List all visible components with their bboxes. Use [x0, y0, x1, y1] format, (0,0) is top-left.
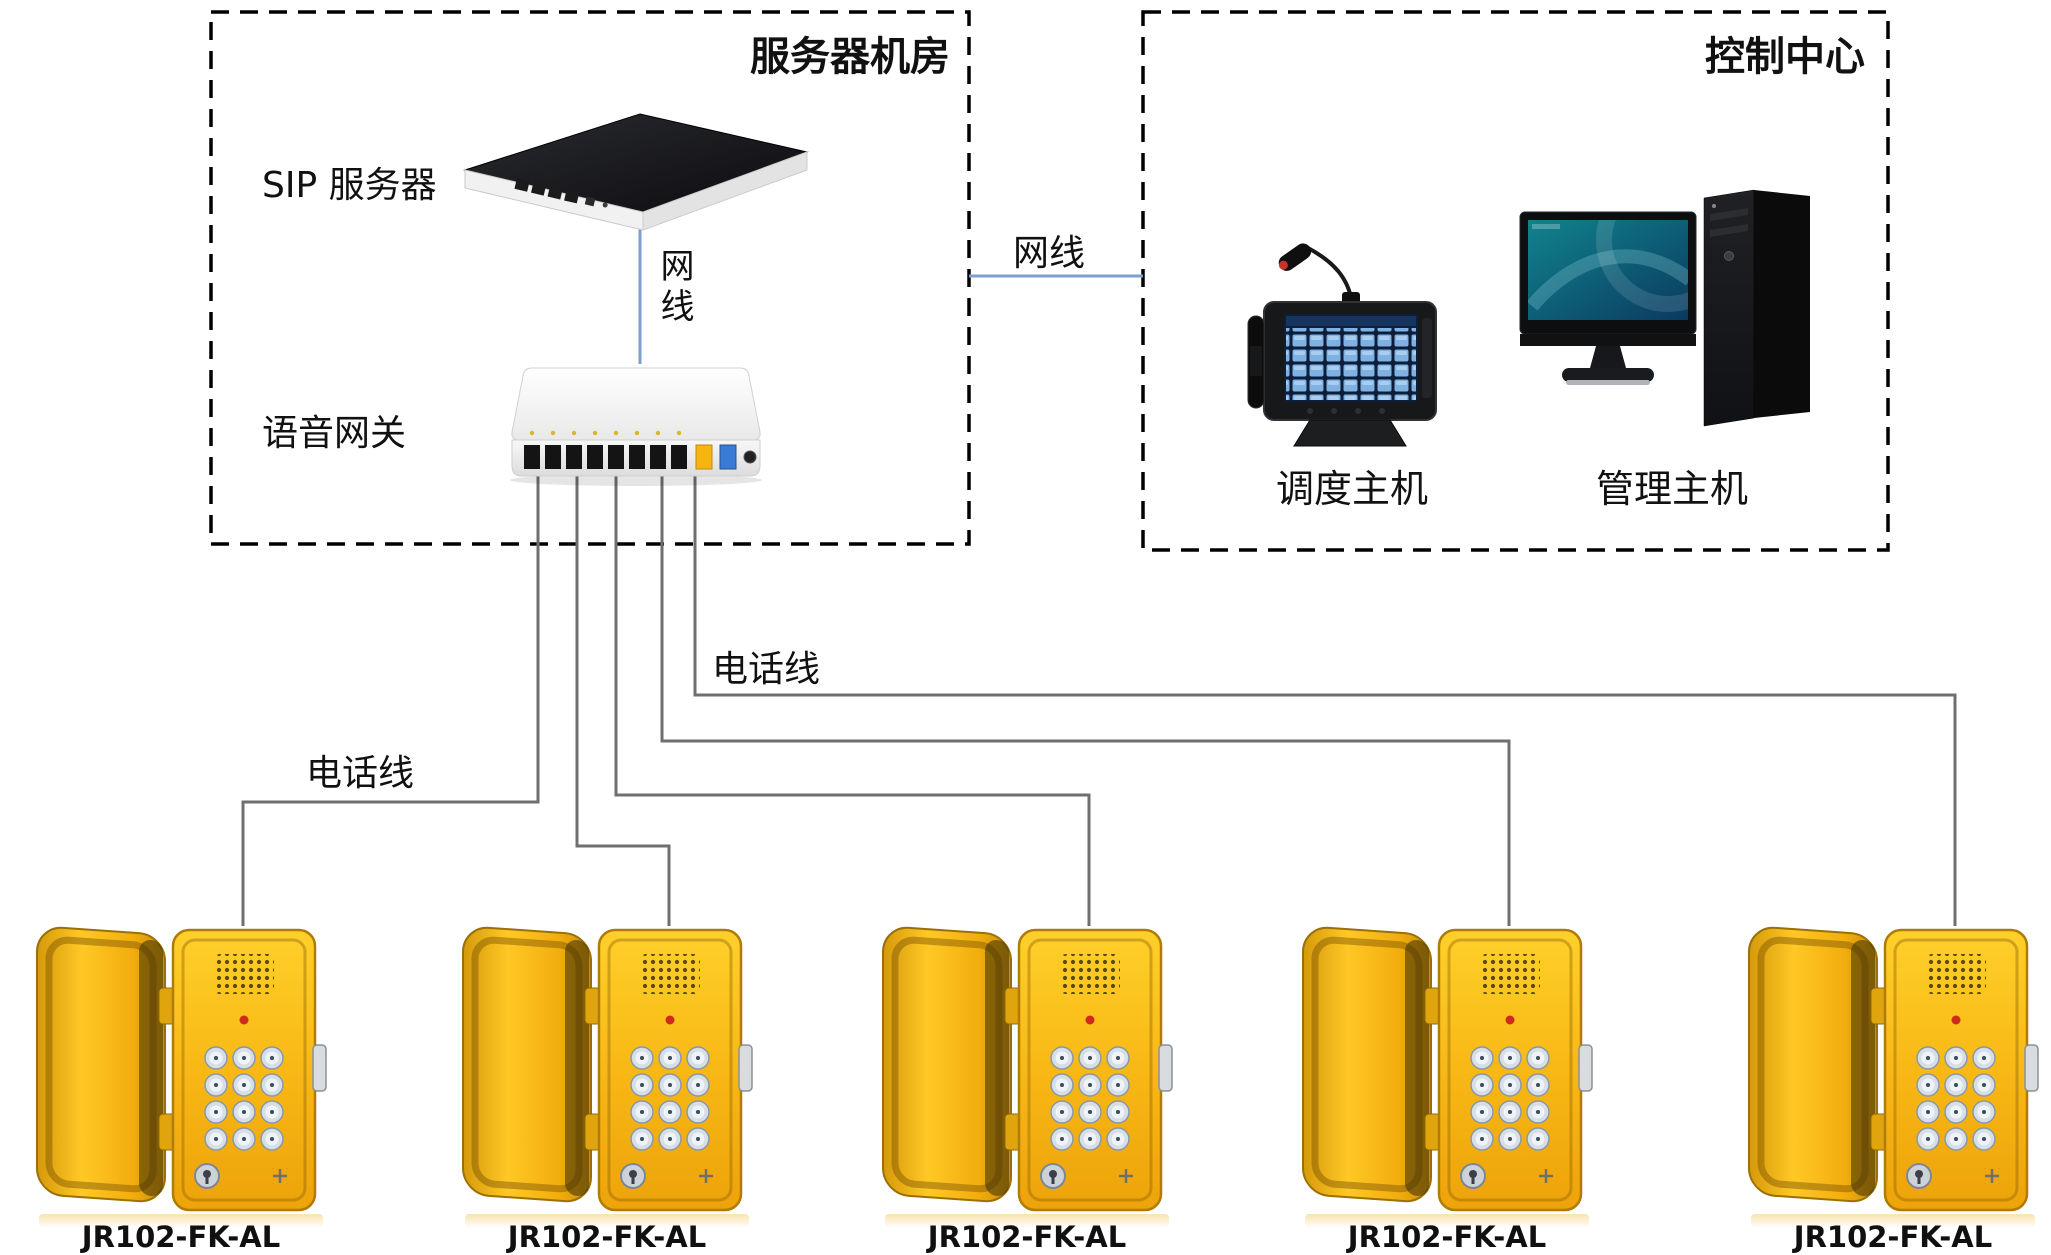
gateway-top-face — [511, 367, 761, 441]
management-host-image — [1519, 189, 1810, 427]
phone-line-label-upper: 电话线 — [712, 649, 821, 690]
monitor-screen — [1528, 220, 1688, 320]
sip-server-label: SIP 服务器 — [262, 165, 437, 206]
server-ports — [514, 178, 608, 208]
gateway-power-jack — [743, 450, 757, 464]
gateway-port-yellow — [695, 444, 713, 470]
console-bottom-keys — [1307, 408, 1385, 414]
telephone-1 — [31, 918, 331, 1228]
phone-line-5 — [693, 470, 1957, 926]
dispatch-host-label: 调度主机 — [1275, 467, 1428, 511]
control-center-border — [1141, 10, 1890, 552]
tower-side-face — [1754, 190, 1810, 418]
telephone-2-label: JR102-FK-AL — [507, 1220, 707, 1254]
tower-drive-bay-1 — [1710, 208, 1748, 221]
management-host-label: 管理主机 — [1595, 467, 1748, 511]
telephone-5 — [1743, 918, 2043, 1228]
monitor-chin — [1520, 334, 1696, 346]
phone-line-2 — [575, 470, 671, 926]
control-center-title: 控制中心 — [1705, 34, 1865, 80]
telephone-4-label: JR102-FK-AL — [1347, 1220, 1547, 1254]
console-side-buttons — [1422, 318, 1432, 398]
console-stand — [1293, 419, 1407, 447]
cable-vertical-label: 网线 — [654, 248, 694, 328]
wallpaper-swoosh — [1528, 220, 1688, 312]
telephone-3 — [877, 918, 1177, 1228]
monitor-logo — [1532, 224, 1560, 229]
telephone-2 — [457, 918, 757, 1228]
telephone-4 — [1297, 918, 1597, 1228]
tower-drive-bay-2 — [1710, 224, 1748, 237]
phone-line-1 — [241, 470, 540, 926]
phone-line-3 — [614, 470, 1091, 926]
mic-head — [1278, 243, 1312, 271]
monitor-stand-base — [1562, 368, 1654, 382]
tower-logo-dot — [1712, 204, 1716, 208]
monitor-base-trim — [1566, 380, 1650, 385]
voice-gateway-label: 语音网关 — [262, 413, 407, 454]
phone-line-label-lower: 电话线 — [306, 753, 415, 794]
gateway-port-blue — [719, 444, 737, 470]
tower-power-button — [1724, 251, 1734, 261]
monitor-stand-neck — [1590, 346, 1626, 368]
telephone-3-label: JR102-FK-AL — [927, 1220, 1127, 1254]
phone-line-4 — [660, 470, 1511, 926]
lan-cable-label: 网线 — [1013, 233, 1086, 274]
voice-gateway-image — [510, 367, 762, 486]
telephone-1-label: JR102-FK-AL — [81, 1220, 281, 1254]
server-room-border — [209, 10, 971, 546]
tower-front-face — [1703, 189, 1755, 427]
sip-server-image — [463, 113, 809, 231]
telephone-5-label: JR102-FK-AL — [1793, 1220, 1993, 1254]
dispatch-console-image — [1247, 243, 1437, 447]
gateway-shadow — [510, 474, 762, 486]
server-room-title: 服务器机房 — [750, 34, 950, 80]
gateway-ports — [524, 444, 757, 470]
gateway-led-row — [529, 430, 682, 436]
server-side-face — [642, 151, 808, 231]
